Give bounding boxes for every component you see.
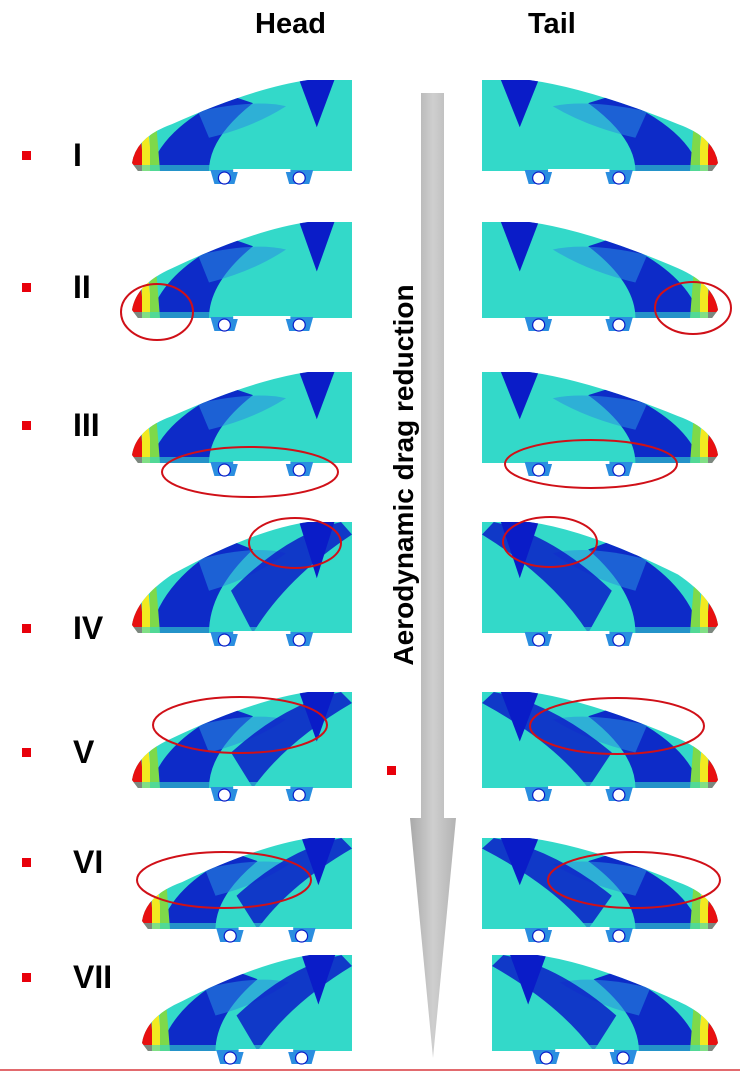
bullet-marker (22, 283, 31, 292)
head-contour (132, 222, 352, 332)
highlight-ellipse (136, 851, 312, 909)
row-label: IV (22, 610, 103, 647)
stray-bullet (387, 766, 396, 775)
bullet-marker (22, 624, 31, 633)
highlight-ellipse (654, 281, 732, 335)
head-contour (132, 692, 352, 802)
row-label: VII (22, 959, 112, 996)
column-header-tail: Tail (528, 8, 576, 40)
row-numeral: I (73, 137, 82, 173)
row-numeral: VII (73, 959, 113, 995)
row-numeral: IV (73, 610, 104, 646)
tail-contour (482, 692, 718, 802)
row-label: III (22, 407, 100, 444)
highlight-ellipse (504, 439, 678, 489)
row-label: II (22, 269, 91, 306)
tail-contour (482, 372, 718, 477)
row-label: I (22, 137, 82, 174)
tail-contour (492, 955, 718, 1065)
highlight-ellipse (120, 283, 194, 341)
row-label: VI (22, 844, 103, 881)
drag-reduction-arrow (410, 93, 456, 1058)
tail-contour (482, 522, 718, 647)
bullet-marker (22, 151, 31, 160)
tail-contour (482, 80, 718, 185)
row-numeral: II (73, 269, 91, 305)
highlight-ellipse (529, 697, 705, 755)
highlight-ellipse (161, 446, 339, 498)
head-contour (132, 372, 352, 477)
arrow-label: Aerodynamic drag reduction (388, 284, 419, 666)
head-contour (142, 955, 352, 1065)
bullet-marker (22, 748, 31, 757)
highlight-ellipse (152, 696, 328, 754)
column-header-head: Head (255, 8, 326, 40)
row-numeral: V (73, 734, 95, 770)
bullet-marker (22, 421, 31, 430)
row-numeral: VI (73, 844, 104, 880)
head-contour (132, 80, 352, 185)
highlight-ellipse (547, 851, 721, 909)
bullet-marker (22, 973, 31, 982)
row-label: V (22, 734, 94, 771)
row-numeral: III (73, 407, 100, 443)
head-contour (132, 522, 352, 647)
tail-contour (482, 222, 718, 332)
bullet-marker (22, 858, 31, 867)
highlight-ellipse (502, 516, 598, 568)
highlight-ellipse (248, 517, 342, 569)
